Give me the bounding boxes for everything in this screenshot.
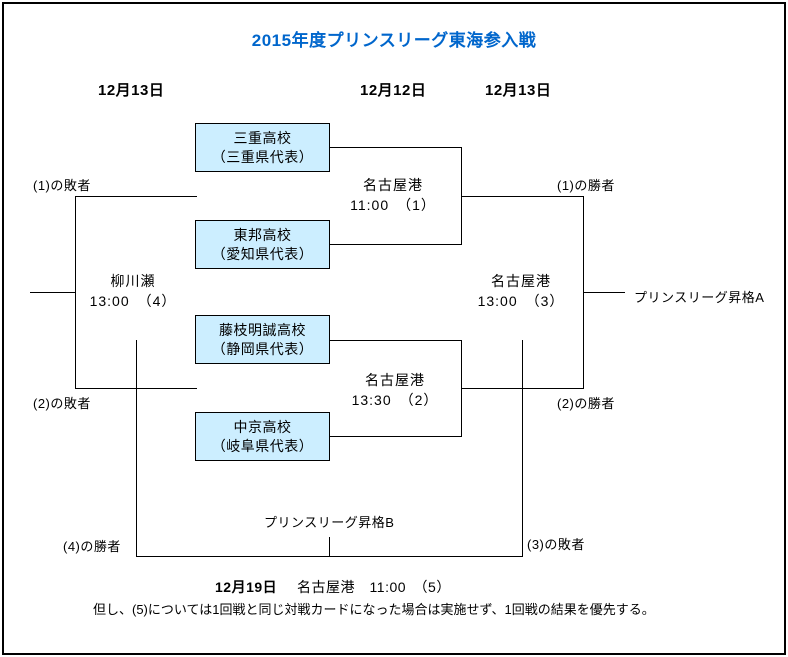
line-team3-feed — [330, 340, 462, 341]
match-time: 11:00 （1） — [350, 197, 436, 213]
team-box-toho: 東邦高校 （愛知県代表） — [195, 220, 330, 269]
line-m4-output — [30, 292, 76, 293]
label-loser-of-3: (3)の敗者 — [527, 537, 585, 552]
line-winner4-vertical — [136, 340, 137, 557]
label-loser-of-1: (1)の敗者 — [33, 178, 91, 193]
team-name: 藤枝明誠高校 — [219, 322, 306, 338]
match-time: 13:00 （4） — [89, 293, 177, 309]
line-team2-feed — [330, 244, 462, 245]
team-box-mie: 三重高校 （三重県代表） — [195, 123, 330, 172]
column-date-right: 12月13日 — [485, 82, 552, 99]
line-team1-feed — [330, 147, 462, 148]
match-2-label: 名古屋港 13:30 （2） — [330, 370, 460, 410]
label-loser-of-2: (2)の敗者 — [33, 396, 91, 411]
line-m5-output-tick — [329, 537, 330, 557]
team-box-fujieda-meisei: 藤枝明誠高校 （静岡県代表） — [195, 315, 330, 364]
team-name: 中京高校 — [233, 419, 292, 435]
page-title: 2015年度プリンスリーグ東海参入戦 — [251, 31, 537, 50]
match-venue: 名古屋港 — [365, 372, 425, 388]
match-venue: 名古屋港 — [363, 177, 423, 193]
label-promotion-a: プリンスリーグ昇格A — [634, 290, 765, 305]
line-m1-output — [461, 196, 583, 197]
match-time: 13:00 （3） — [477, 293, 565, 309]
match-4-label: 柳川瀬 13:00 （4） — [68, 271, 198, 311]
note-text: 但し、(5)については1回戦と同じ対戦カードになった場合は実施せず、1回戦の結果… — [93, 602, 655, 617]
final-date: 12月19日 — [215, 579, 278, 595]
team-prefecture: （静岡県代表） — [211, 341, 314, 357]
label-winner-of-1: (1)の勝者 — [557, 178, 615, 193]
line-m3-output — [583, 292, 625, 293]
team-prefecture: （岐阜県代表） — [211, 438, 314, 454]
match-3-label: 名古屋港 13:00 （3） — [456, 271, 586, 311]
label-winner-of-4: (4)の勝者 — [63, 539, 121, 554]
team-name: 三重高校 — [233, 130, 292, 146]
match-venue: 柳川瀬 — [110, 273, 156, 289]
column-date-mid: 12月12日 — [360, 82, 427, 99]
team-prefecture: （三重県代表） — [211, 149, 314, 165]
match-venue: 名古屋港 — [491, 273, 551, 289]
final-details: 名古屋港 11:00 （5） — [297, 579, 451, 595]
label-promotion-b: プリンスリーグ昇格B — [264, 515, 395, 530]
match-time: 13:30 （2） — [351, 392, 439, 408]
line-team4-feed — [330, 436, 462, 437]
column-date-left: 12月13日 — [98, 82, 165, 99]
line-loser1-feed — [75, 196, 197, 197]
final-match-info: 12月19日 名古屋港 11:00 （5） — [215, 577, 451, 597]
match-1-label: 名古屋港 11:00 （1） — [328, 175, 458, 215]
line-loser3-vertical — [522, 340, 523, 557]
team-name: 東邦高校 — [233, 227, 292, 243]
team-box-chukyo: 中京高校 （岐阜県代表） — [195, 412, 330, 461]
label-winner-of-2: (2)の勝者 — [557, 396, 615, 411]
team-prefecture: （愛知県代表） — [211, 246, 314, 262]
